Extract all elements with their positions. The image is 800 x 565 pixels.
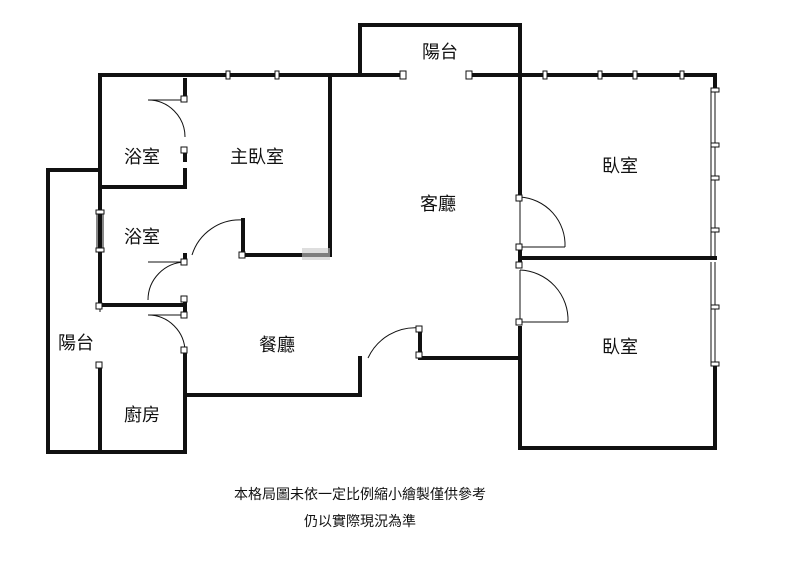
disclaimer-line-2: 仍以實際現況為準 — [304, 514, 416, 530]
room-label-bath-middle: 浴室 — [124, 227, 160, 248]
room-label-master-bedroom: 主臥室 — [230, 147, 284, 168]
room-label-bath-top: 浴室 — [124, 147, 160, 168]
room-label-bedroom-top: 臥室 — [602, 156, 638, 177]
room-label-balcony-top: 陽台 — [422, 42, 458, 63]
room-label-dining-room: 餐廳 — [259, 335, 295, 356]
disclaimer-line-1: 本格局圖未依一定比例縮小繪製僅供參考 — [234, 487, 486, 503]
room-label-living-room: 客廳 — [420, 194, 456, 215]
window-top — [225, 70, 473, 80]
window-right-bottom — [710, 262, 720, 367]
window-right-top — [540, 70, 720, 258]
room-label-bedroom-bottom: 臥室 — [602, 337, 638, 358]
window-left — [95, 209, 105, 253]
doors — [95, 95, 569, 369]
watermark — [302, 248, 330, 260]
room-label-balcony-left: 陽台 — [58, 333, 94, 354]
room-label-kitchen: 廚房 — [124, 404, 160, 426]
